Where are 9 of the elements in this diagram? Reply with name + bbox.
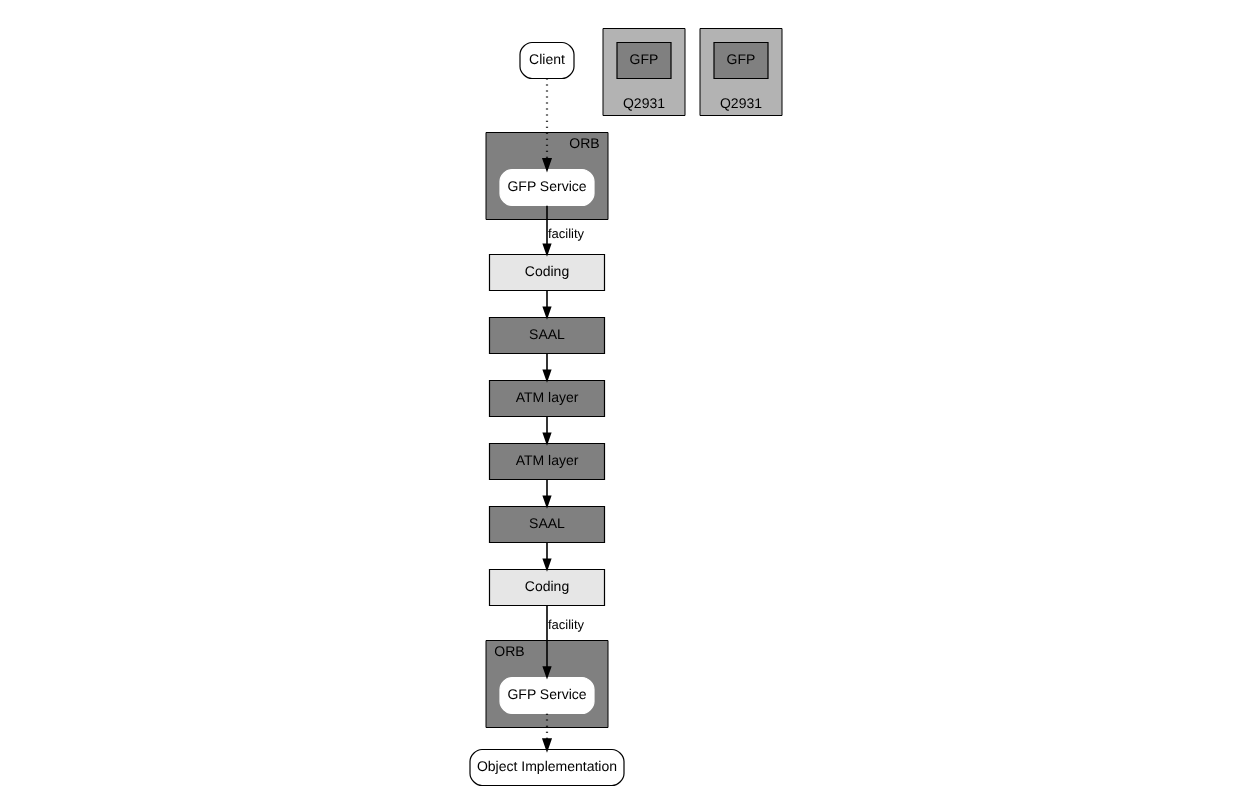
arrow <box>541 353 551 383</box>
arrow <box>540 713 552 753</box>
arrow <box>541 604 551 680</box>
arrow <box>541 204 551 257</box>
arrow <box>541 479 551 509</box>
arrow <box>540 78 552 173</box>
arrow <box>541 542 551 572</box>
arrow <box>541 416 551 446</box>
arrow <box>541 290 551 320</box>
